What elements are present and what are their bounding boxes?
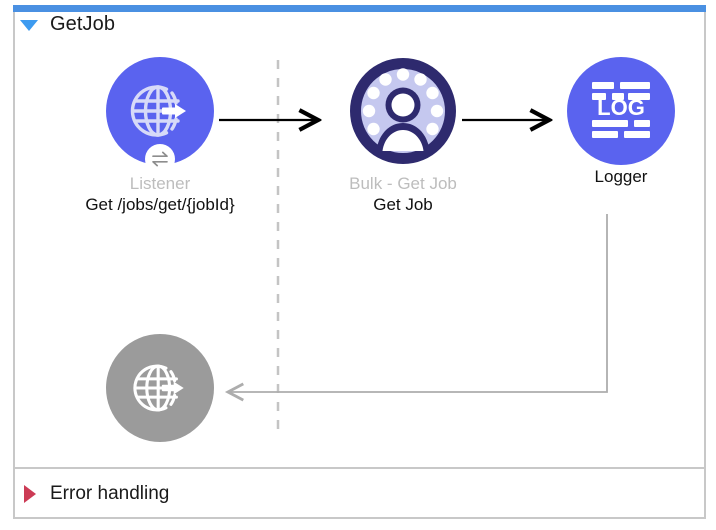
node-listener-badge <box>145 144 175 174</box>
connector-logger-to-error-response <box>224 214 608 402</box>
frame-right-border <box>704 12 706 519</box>
flow-title: GetJob <box>50 12 116 35</box>
triangle-down-icon[interactable] <box>20 19 38 31</box>
node-get-job-type: Bulk - Get Job <box>349 174 457 193</box>
triangle-right-icon[interactable] <box>24 485 36 503</box>
error-handling-section[interactable]: Error handling <box>15 475 169 513</box>
node-logger-circle[interactable]: LOG <box>567 57 675 165</box>
globe-arrow-icon <box>130 85 186 137</box>
flow-header[interactable]: GetJob <box>15 8 115 40</box>
node-listener[interactable]: Listener Get /jobs/get/{jobId} <box>85 57 235 215</box>
node-get-job[interactable]: Bulk - Get Job Get Job <box>328 57 478 215</box>
node-listener-circle[interactable] <box>106 57 214 174</box>
node-listener-type: Listener <box>129 174 191 193</box>
node-listener-name: Get /jobs/get/{jobId} <box>85 195 235 215</box>
node-logger-name: Logger <box>594 167 648 186</box>
error-handling-title: Error handling <box>50 483 170 504</box>
salesforce-person-icon <box>350 58 456 164</box>
bidirectional-arrows-icon <box>152 151 168 167</box>
frame-bottom-border <box>13 517 706 519</box>
section-divider <box>13 467 706 469</box>
node-error-response[interactable] <box>85 334 235 442</box>
flow-diagram: Listener Get /jobs/get/{jobId} <box>15 42 704 467</box>
frame-left-border <box>13 12 15 519</box>
node-get-job-name: Get Job <box>373 195 433 215</box>
flow-accent-bar <box>13 5 706 12</box>
node-get-job-circle[interactable] <box>349 57 457 165</box>
log-document-icon: LOG <box>592 82 650 138</box>
log-icon-text: LOG <box>597 95 645 120</box>
globe-arrow-icon <box>133 364 184 412</box>
node-error-response-circle[interactable] <box>106 334 214 442</box>
node-logger[interactable]: LOG Logger <box>546 57 696 187</box>
